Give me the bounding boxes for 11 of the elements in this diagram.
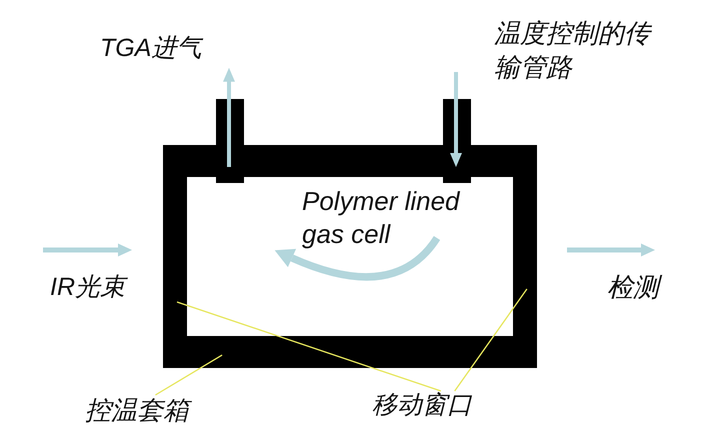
flow-arrow [223,68,235,168]
leader-line [454,288,528,392]
edge-label: TGA进气 [100,33,202,63]
callout-label: 移动窗口 [372,391,478,421]
cell-jacket [163,145,537,368]
cell-label: Polymer lined gas cell [302,185,462,251]
callout-label: 控温套箱 [85,395,195,427]
flow-arrow [450,72,462,166]
leader-line [155,354,222,396]
leader-line [176,301,442,392]
edge-label: 温度控制的传输管路 [494,18,653,84]
